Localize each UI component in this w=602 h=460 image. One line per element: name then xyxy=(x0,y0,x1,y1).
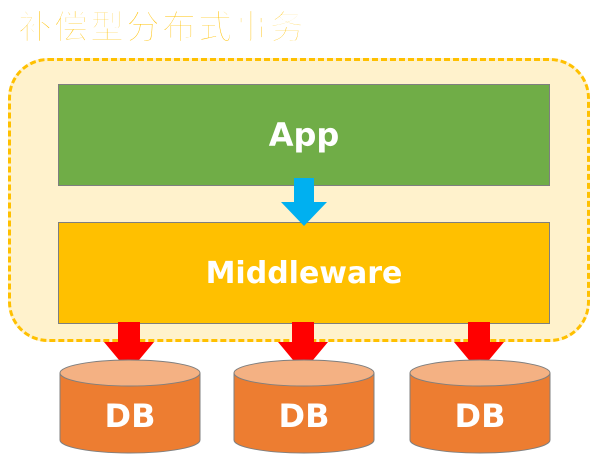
middleware-to-db-1-arrow xyxy=(104,322,154,372)
middleware-label: Middleware xyxy=(205,255,403,291)
db-cylinder-2 xyxy=(233,359,375,454)
db-cylinder-3 xyxy=(409,359,551,454)
db-label-2: DB xyxy=(278,397,330,435)
diagram-title: 补偿型分布式事务 xyxy=(18,8,306,49)
middleware-box: Middleware xyxy=(58,222,550,324)
app-to-middleware-arrow xyxy=(281,178,327,226)
db-label-1: DB xyxy=(104,397,156,435)
db-cylinder-1 xyxy=(59,359,201,454)
middleware-to-db-3-arrow xyxy=(454,322,504,372)
db-label-3: DB xyxy=(454,397,506,435)
middleware-to-db-2-arrow xyxy=(278,322,328,372)
app-label: App xyxy=(268,116,340,154)
